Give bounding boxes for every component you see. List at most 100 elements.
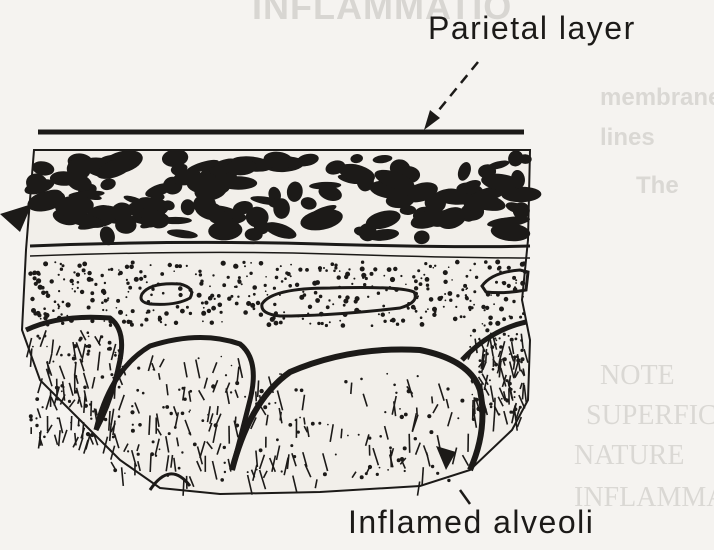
alveoli-stroke: [150, 455, 151, 472]
alveoli-dot: [246, 416, 248, 418]
alveoli-dot: [399, 408, 401, 410]
stipple-dot: [41, 286, 45, 290]
stipple-dot: [143, 275, 146, 278]
stipple-dot: [290, 264, 292, 266]
stipple-dot: [420, 277, 422, 279]
stipple-dot: [30, 297, 34, 301]
stipple-dot: [221, 321, 223, 323]
alveoli-dot: [131, 405, 133, 407]
stipple-dot: [337, 275, 341, 279]
stipple-dot: [203, 307, 205, 309]
alveoli-dot: [480, 405, 483, 408]
alveoli-dot: [503, 333, 506, 336]
stipple-dot: [429, 297, 434, 302]
stipple-dot: [248, 295, 250, 297]
alveoli-dot: [505, 379, 508, 382]
stipple-dot: [309, 323, 311, 325]
alveoli-dot: [516, 355, 519, 358]
stipple-dot: [101, 274, 104, 277]
stipple-dot: [432, 313, 436, 317]
stipple-dot: [334, 266, 337, 269]
alveoli-dot: [127, 450, 129, 452]
stipple-dot: [43, 307, 46, 310]
stipple-dot: [60, 268, 63, 271]
stipple-dot: [453, 317, 458, 322]
alveoli-dot: [198, 357, 200, 359]
alveoli-dot: [327, 424, 329, 426]
alveoli-dot: [132, 424, 134, 426]
alveoli-dot: [417, 375, 419, 377]
alveoli-dot: [431, 465, 434, 468]
alveoli-dot: [46, 346, 48, 348]
stipple-dot: [150, 294, 153, 297]
stipple-dot: [94, 283, 97, 286]
stipple-dot: [242, 261, 245, 264]
stipple-dot: [90, 278, 93, 281]
alveoli-dot: [256, 469, 258, 471]
alveoli-stroke: [341, 429, 342, 439]
alveoli-dot: [110, 373, 113, 376]
stipple-dot: [497, 267, 501, 271]
alveoli-stroke: [258, 380, 259, 397]
stipple-dot: [198, 270, 201, 273]
alveoli-stroke: [217, 406, 218, 415]
stipple-dot: [108, 269, 110, 271]
stipple-dot: [274, 321, 279, 326]
stipple-dot: [43, 261, 48, 266]
stipple-dot: [283, 311, 285, 313]
stipple-dot: [121, 312, 123, 314]
stipple-dot: [101, 301, 104, 304]
stipple-dot: [425, 311, 427, 313]
stipple-dot: [122, 320, 126, 324]
stipple-dot: [488, 316, 493, 321]
alveoli-stroke: [110, 363, 111, 370]
alveoli-stroke: [91, 401, 92, 416]
stipple-dot: [331, 262, 335, 266]
stipple-dot: [443, 306, 445, 308]
alveoli-dot: [514, 405, 516, 407]
alveoli-dot: [75, 390, 78, 393]
stipple-dot: [87, 271, 91, 275]
stipple-dot: [74, 290, 76, 292]
stipple-dot: [424, 262, 427, 265]
stipple-dot: [449, 299, 452, 302]
stipple-dot: [90, 298, 95, 303]
stipple-dot: [116, 299, 120, 303]
alveoli-dot: [153, 369, 155, 371]
stipple-dot: [473, 290, 476, 293]
stipple-dot: [33, 276, 37, 280]
alveoli-dot: [470, 335, 472, 337]
alveoli-dot: [159, 448, 161, 450]
alveoli-dot: [87, 350, 90, 353]
stipple-dot: [415, 310, 418, 313]
alveoli-dot: [137, 453, 140, 456]
alveoli-stroke: [409, 434, 410, 453]
alveoli-dot: [499, 345, 503, 349]
alveoli-dot: [510, 338, 514, 342]
alveoli-dot: [165, 405, 169, 409]
stipple-dot: [448, 291, 453, 296]
alveoli-dot: [38, 337, 41, 340]
stipple-dot: [353, 278, 355, 280]
stipple-dot: [62, 301, 65, 304]
alveoli-dot: [214, 423, 218, 427]
stipple-dot: [502, 281, 505, 284]
stipple-dot: [195, 273, 197, 275]
stipple-dot: [351, 283, 353, 285]
alveoli-dot: [400, 457, 404, 461]
alveoli-dot: [201, 419, 204, 422]
alveoli-dot: [473, 345, 477, 349]
alveoli-dot: [516, 358, 520, 362]
stipple-dot: [448, 266, 450, 268]
alveoli-dot: [86, 353, 89, 356]
alveoli-stroke: [59, 430, 60, 446]
alveoli-dot: [235, 381, 239, 385]
alveoli-dot: [288, 423, 292, 427]
stipple-dot: [125, 265, 129, 269]
alveoli-stroke: [46, 396, 50, 410]
stipple-dot: [308, 305, 312, 309]
alveoli-dot: [52, 361, 54, 363]
alveoli-dot: [174, 426, 177, 429]
stipple-dot: [339, 270, 341, 272]
stipple-dot: [131, 309, 135, 313]
